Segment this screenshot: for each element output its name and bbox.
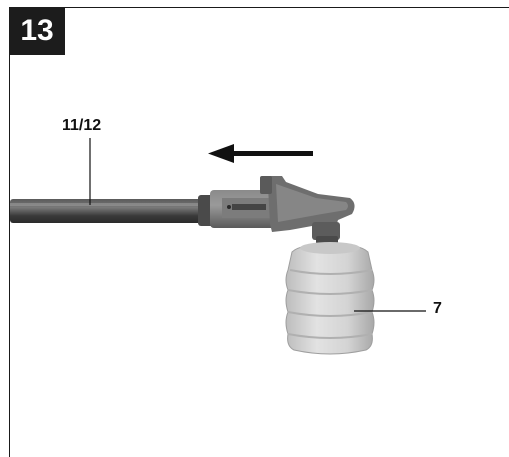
- foam-nozzle-head: [260, 176, 355, 244]
- lance-coupler: [198, 190, 275, 228]
- lance-tube: [10, 199, 206, 223]
- figure-frame: [9, 7, 509, 457]
- arrow-left-icon: [208, 144, 313, 163]
- callout-label-bottle: 7: [433, 300, 442, 317]
- figure-number-badge: 13: [9, 7, 65, 55]
- callout-label-wand: 11/12: [62, 117, 102, 134]
- foam-bottle: [285, 242, 375, 355]
